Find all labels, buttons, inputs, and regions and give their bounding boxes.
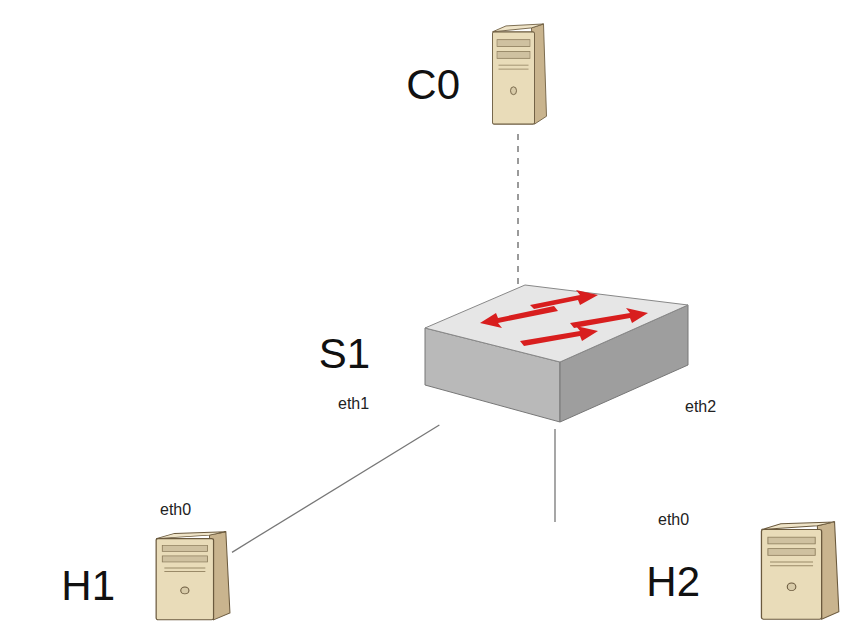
server-icon [755, 520, 841, 625]
link-line [232, 425, 439, 552]
host-server: H1 [150, 530, 232, 625]
port-label: eth0 [656, 510, 691, 529]
openflow-switch: S1 [420, 283, 690, 425]
server-icon [488, 22, 548, 130]
node-name: H1 [61, 563, 115, 609]
server-icon [150, 530, 232, 625]
controller-server: C0 [488, 22, 548, 130]
host-server: H2 [755, 520, 841, 625]
node-name: C0 [406, 62, 460, 108]
link-line [517, 134, 519, 285]
node-name: S1 [319, 331, 370, 377]
port-label: eth0 [158, 500, 193, 519]
link-line [554, 429, 555, 522]
switch-icon [420, 283, 690, 425]
node-name: H2 [646, 559, 700, 605]
port-label: eth2 [683, 397, 718, 416]
port-label: eth1 [336, 394, 371, 413]
